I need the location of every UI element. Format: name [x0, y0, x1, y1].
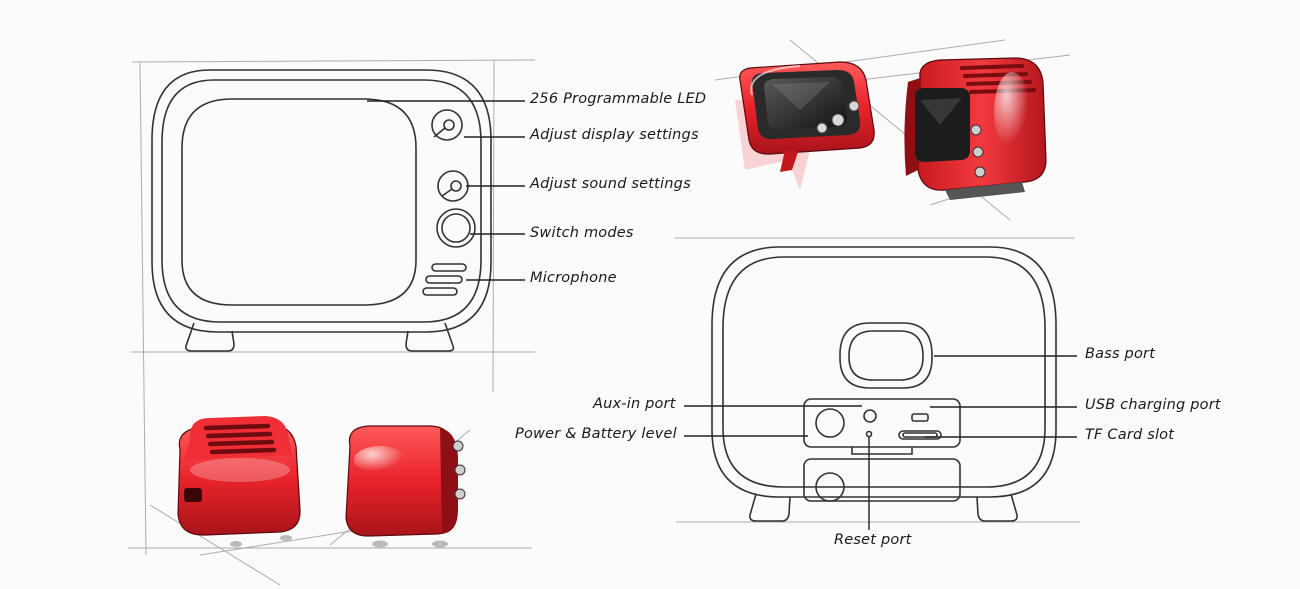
front-leader-lines: [367, 100, 525, 281]
callout-switch-modes: Switch modes: [530, 225, 634, 241]
back-view-tv: [711, 246, 1057, 522]
red-render-angle-view: [904, 57, 1047, 200]
callout-adjust-display: Adjust display settings: [530, 127, 699, 143]
callout-adjust-sound: Adjust sound settings: [530, 176, 691, 192]
callout-usb-charging: USB charging port: [1085, 397, 1221, 413]
red-render-back-view: [177, 416, 301, 547]
back-leader-lines: [684, 355, 1077, 530]
red-render-top-view: [735, 61, 875, 190]
callout-aux-in: Aux-in port: [593, 396, 676, 412]
callout-tf-card: TF Card slot: [1085, 427, 1175, 443]
callout-power-battery: Power & Battery level: [515, 426, 677, 442]
front-view-tv: [151, 69, 492, 352]
red-render-side-view: [345, 425, 466, 548]
callout-led: 256 Programmable LED: [530, 91, 707, 107]
callout-bass-port: Bass port: [1085, 346, 1156, 362]
callout-reset-port: Reset port: [834, 532, 912, 548]
callout-microphone: Microphone: [530, 270, 617, 286]
